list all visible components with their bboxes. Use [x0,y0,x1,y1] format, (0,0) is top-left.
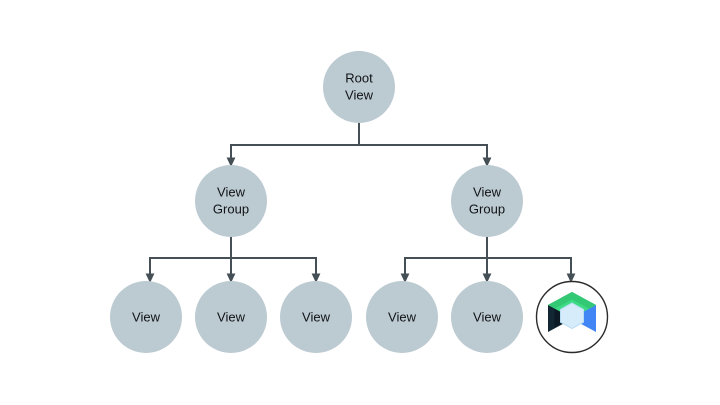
edge-view-group-left-to-view-3 [230,237,321,283]
view-node-5-label: View [473,309,502,324]
view-node-4-circle[interactable] [366,281,438,353]
compose-icon-top-rim [548,292,596,309]
view-group-right-label-line-2: Group [469,201,505,216]
view-group-right-label-line-1: View [473,184,502,199]
arrow-head-icon [226,273,236,283]
view-node-1[interactable]: View [110,281,182,353]
view-node-4-label: View [388,309,417,324]
view-group-left-node[interactable]: View Group [195,165,267,237]
view-group-right-node[interactable]: View Group [451,165,523,237]
edge-root-to-view-group-left [226,123,360,167]
edge-path [230,237,317,274]
arrow-head-icon [145,273,155,283]
edge-root-to-view-group-right [358,123,492,167]
view-group-right-circle[interactable] [451,165,523,237]
view-node-2-circle[interactable] [195,281,267,353]
view-group-left-circle[interactable] [195,165,267,237]
view-node-2-label: View [217,309,246,324]
root-view-node[interactable]: Root View [323,51,395,123]
view-node-3-circle[interactable] [280,281,352,353]
view-group-left-label-line-2: Group [213,201,249,216]
edge-view-group-left-to-view-1 [145,237,232,283]
view-node-3[interactable]: View [280,281,352,353]
node-layer: Root View View Group View Group View [110,51,609,354]
view-node-2[interactable]: View [195,281,267,353]
view-node-1-label: View [132,309,161,324]
edge-path [149,237,232,274]
view-node-3-label: View [302,309,331,324]
edge-path [358,123,488,158]
root-view-label-line-2: View [345,87,374,102]
arrow-head-icon [311,273,321,283]
edge-layer [145,123,576,283]
view-node-5-circle[interactable] [451,281,523,353]
edge-path [230,123,360,158]
arrow-head-icon [400,273,410,283]
root-view-circle[interactable] [323,51,395,123]
arrow-head-icon [226,157,236,167]
arrow-head-icon [482,273,492,283]
jetpack-compose-icon [548,292,596,332]
view-group-left-label-line-1: View [217,184,246,199]
arrow-head-icon [566,273,576,283]
view-node-1-circle[interactable] [110,281,182,353]
edge-view-group-right-to-view-4 [400,237,488,283]
edge-view-group-right-to-compose-view [486,237,576,283]
compose-icon-core [560,302,584,330]
compose-view-node[interactable] [535,280,609,354]
arrow-head-icon [482,157,492,167]
edge-path [404,237,488,274]
root-view-label-line-1: Root [345,70,373,85]
view-node-5[interactable]: View [451,281,523,353]
edge-path [486,237,572,274]
view-node-4[interactable]: View [366,281,438,353]
